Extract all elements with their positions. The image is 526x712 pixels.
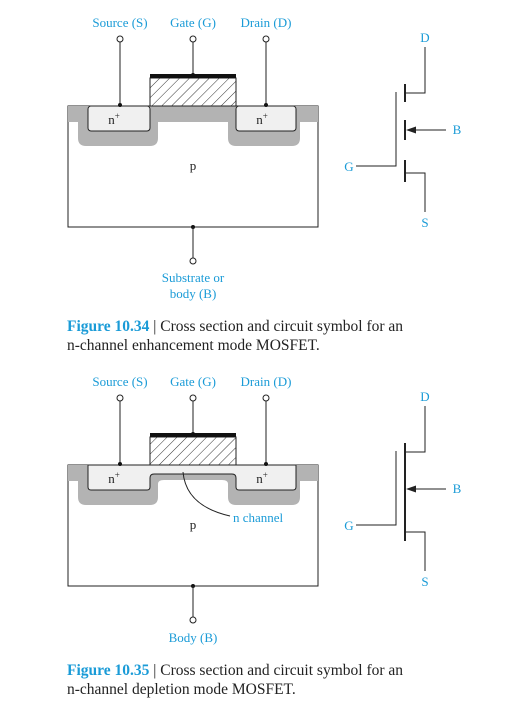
gate-polysilicon — [149, 77, 237, 107]
symbol-d-label: D — [420, 389, 429, 404]
drain-label: Drain (D) — [241, 15, 292, 30]
substrate-label-line2: body (B) — [170, 286, 217, 301]
caption-line1: Cross section and circuit symbol for an — [160, 662, 404, 679]
caption-line2: n-channel enhancement mode MOSFET. — [67, 337, 320, 354]
source-terminal — [116, 35, 124, 43]
caption-separator: | — [149, 318, 161, 335]
symbol-body-arrow-icon — [406, 485, 416, 493]
p-region-label: p — [190, 517, 197, 532]
source-label: Source (S) — [92, 374, 147, 389]
drain-contact-dot — [264, 103, 268, 107]
figure-10-35-symbol: D B G S — [344, 389, 461, 589]
symbol-drain-wire — [405, 406, 426, 453]
source-contact-dot — [118, 462, 122, 466]
gate-contact-dot — [191, 73, 195, 77]
source-label: Source (S) — [92, 15, 147, 30]
gate-terminal — [189, 394, 197, 402]
substrate-label-line1: Substrate or — [162, 270, 225, 285]
gate-polysilicon — [149, 436, 237, 466]
symbol-source-wire — [405, 172, 426, 212]
figure-10-34-symbol: D B G S — [344, 30, 461, 230]
symbol-drain-wire — [405, 47, 426, 94]
symbol-s-label: S — [421, 574, 428, 589]
drain-terminal — [262, 35, 270, 43]
symbol-d-label: D — [420, 30, 429, 45]
figure-10-34-cross-section: Source (S) Gate (G) Drain (D) n+ n+ p Su… — [67, 15, 319, 301]
body-terminal — [189, 616, 197, 624]
figure-number: Figure 10.35 — [67, 662, 150, 679]
symbol-source-wire — [405, 531, 426, 571]
body-label: Body (B) — [169, 630, 218, 645]
n-channel-leader-line — [182, 471, 231, 517]
n-plus-left-label: n+ — [108, 111, 120, 127]
gate-terminal — [189, 35, 197, 43]
figure-10-34-caption: Figure 10.34 | Cross section and circuit… — [67, 317, 507, 355]
symbol-gate-wire — [356, 92, 397, 167]
symbol-g-label: G — [344, 159, 353, 174]
drain-label: Drain (D) — [241, 374, 292, 389]
source-contact-dot — [118, 103, 122, 107]
symbol-b-label: B — [453, 481, 462, 496]
gate-contact-dot — [191, 432, 195, 436]
substrate-terminal — [189, 257, 197, 265]
drain-contact-dot — [264, 462, 268, 466]
symbol-g-label: G — [344, 518, 353, 533]
figure-number: Figure 10.34 — [67, 318, 150, 335]
n-plus-right-label: n+ — [256, 111, 268, 127]
n-channel-and-diffusion-regions — [87, 464, 297, 491]
drain-terminal — [262, 394, 270, 402]
gate-label: Gate (G) — [170, 374, 216, 389]
figure-10-35-caption: Figure 10.35 | Cross section and circuit… — [67, 661, 507, 699]
p-region-label: p — [190, 158, 197, 173]
symbol-gate-wire — [356, 451, 397, 526]
gate-label: Gate (G) — [170, 15, 216, 30]
source-terminal — [116, 394, 124, 402]
caption-line1: Cross section and circuit symbol for an — [160, 318, 404, 335]
n-plus-left-label: n+ — [108, 470, 120, 486]
caption-line2: n-channel depletion mode MOSFET. — [67, 681, 296, 698]
symbol-s-label: S — [421, 215, 428, 230]
caption-separator: | — [149, 662, 161, 679]
symbol-body-arrow-icon — [406, 126, 416, 134]
n-plus-right-label: n+ — [256, 470, 268, 486]
symbol-b-label: B — [453, 122, 462, 137]
figure-10-35-cross-section: Source (S) Gate (G) Drain (D) n+ n+ p n … — [67, 374, 319, 645]
n-channel-label: n channel — [233, 510, 284, 525]
